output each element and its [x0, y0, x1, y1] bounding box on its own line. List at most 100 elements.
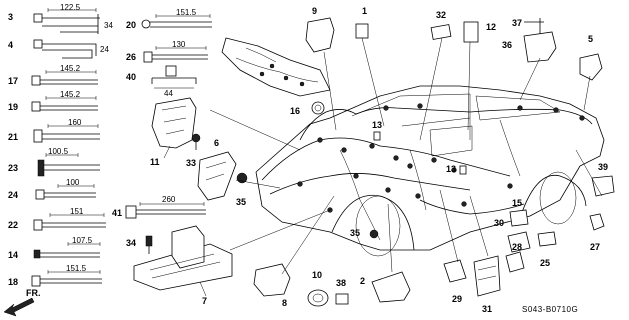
clip-28: 28	[505, 242, 525, 273]
clip-25: 25	[537, 231, 557, 268]
callout-40: 40	[126, 72, 136, 82]
dim-21-length: 160	[68, 118, 82, 127]
callout-33: 33	[186, 158, 196, 168]
dim-19-length: 145.2	[60, 90, 81, 99]
bracket-2: 2	[360, 203, 411, 303]
callout-30: 30	[494, 218, 504, 228]
dim-23-length: 100.5	[48, 147, 69, 156]
clip-13-upper: 13	[372, 120, 382, 141]
callout-4: 4	[8, 40, 13, 50]
grommet-10: 10	[307, 270, 329, 307]
leader-lines	[209, 37, 603, 275]
clip-41: 41 260	[112, 195, 206, 219]
callout-36: 36	[502, 40, 512, 50]
dim-26-length: 130	[172, 40, 186, 49]
dim-4-height: 24	[100, 45, 109, 54]
clip-38: 38	[335, 278, 349, 305]
callout-15: 15	[512, 198, 522, 208]
bracket-36-37: 37 36	[502, 18, 557, 63]
main-harness	[261, 103, 593, 241]
clip-1: 1	[355, 6, 385, 127]
drawing-code: S043-B0710G	[522, 305, 578, 314]
bracket-8: 8	[253, 263, 291, 308]
callout-35-left: 35	[236, 197, 246, 207]
car-body-outline	[255, 85, 605, 257]
dim-3-height: 34	[104, 21, 113, 30]
callout-41: 41	[112, 208, 122, 218]
callout-31: 31	[482, 304, 492, 314]
clip-15: 15	[509, 198, 529, 227]
callout-39: 39	[598, 162, 608, 172]
clip-3: 3 122.5 34	[8, 3, 113, 34]
callout-37: 37	[512, 18, 522, 28]
callout-8: 8	[282, 298, 287, 308]
callout-38: 38	[336, 278, 346, 288]
clip-21: 21 160	[8, 118, 100, 143]
clip-4: 4 24	[8, 39, 109, 59]
callout-19: 19	[8, 102, 18, 112]
nut-35-left: 35	[236, 172, 248, 207]
callout-13-lower: 13	[446, 164, 456, 174]
dim-40-length: 44	[164, 89, 173, 98]
dim-14-length: 107.5	[72, 236, 93, 245]
bracket-7: 7	[133, 225, 233, 306]
grommet-16: 16	[290, 101, 325, 116]
box-31: 31	[473, 255, 501, 314]
callout-7: 7	[202, 296, 207, 306]
clip-30: 30	[494, 218, 531, 253]
clip-27: 27	[589, 213, 605, 252]
dim-3-length: 122.5	[60, 3, 81, 12]
clip-18: 18 151.5	[8, 264, 102, 287]
bracket-6: 6	[197, 138, 237, 201]
dim-18-length: 151.5	[66, 264, 87, 273]
front-arrow-icon: FR.	[3, 288, 41, 317]
pad-12: 12	[463, 21, 496, 131]
callout-27: 27	[590, 242, 600, 252]
bracket-11: 11	[150, 97, 197, 167]
dim-22-length: 151	[70, 207, 84, 216]
nut-35-right: 35	[350, 228, 379, 239]
callout-34: 34	[126, 238, 136, 248]
callout-29: 29	[452, 294, 462, 304]
clip-19: 19 145.2	[8, 90, 98, 112]
callout-16: 16	[290, 106, 300, 116]
bracket-9: 9	[305, 6, 337, 131]
clip-22: 22 151	[8, 207, 106, 231]
dim-24-length: 100	[66, 178, 80, 187]
callout-21: 21	[8, 132, 18, 142]
callout-11: 11	[150, 157, 160, 167]
callout-6: 6	[214, 138, 219, 148]
callout-3: 3	[8, 12, 13, 22]
clip-29: 29	[443, 259, 467, 304]
callout-17: 17	[8, 76, 18, 86]
clip-24: 24 100	[8, 178, 96, 200]
callout-35-right: 35	[350, 228, 360, 238]
callout-14: 14	[8, 250, 18, 260]
callout-2: 2	[360, 276, 365, 286]
clip-13-lower: 13	[446, 164, 467, 175]
clip-40: 40 44	[126, 65, 197, 98]
dim-41-length: 260	[162, 195, 176, 204]
callout-5: 5	[588, 34, 593, 44]
callout-12: 12	[486, 22, 496, 32]
screw-33: 33	[186, 133, 201, 168]
callout-9: 9	[312, 6, 317, 16]
clip-23: 23 100.5	[8, 147, 100, 177]
dim-17-length: 145.2	[60, 64, 81, 73]
box-39: 39	[591, 162, 615, 197]
dashboard-harness	[221, 37, 331, 97]
callout-1: 1	[362, 6, 367, 16]
clip-20: 20 151.5	[126, 8, 212, 30]
callout-32: 32	[436, 10, 446, 20]
clip-34: 34	[126, 235, 153, 254]
callout-25: 25	[540, 258, 550, 268]
clip-17: 17 145.2	[8, 64, 98, 86]
callout-24: 24	[8, 190, 18, 200]
callout-28: 28	[512, 242, 522, 252]
pad-32: 32	[430, 10, 452, 40]
callout-10: 10	[312, 270, 322, 280]
dim-20-length: 151.5	[176, 8, 197, 17]
callout-13-upper: 13	[372, 120, 382, 130]
front-label: FR.	[26, 288, 41, 298]
